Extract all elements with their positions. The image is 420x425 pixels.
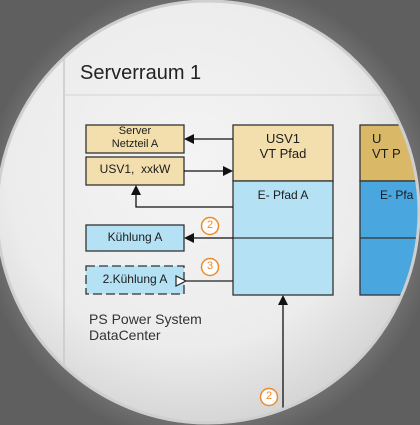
- usv-right-top-label: U VT P: [372, 132, 401, 161]
- server-netzteil-label: Server Netzteil A: [111, 125, 159, 150]
- page-title: Serverraum 1: [80, 62, 202, 84]
- kuehlung-a-label: Kühlung A: [107, 230, 163, 244]
- usv1-vt-pfad-box: [232, 124, 334, 182]
- e-pfad-a-label: E- Pfad A: [257, 188, 309, 202]
- usv1-vt-pfad-label: USV1 VT Pfad: [259, 131, 307, 161]
- e-pfad-right-label: E- Pfa: [380, 189, 414, 202]
- arrow-e-pfad-to-usv1: [131, 185, 233, 208]
- marker-2-top-number: 2: [206, 219, 214, 231]
- footer-caption: PS Power System DataCenter: [89, 311, 202, 344]
- marker-3: [200, 257, 220, 277]
- marker-3-number: 3: [206, 260, 214, 272]
- marker-2-top: [200, 216, 220, 236]
- marker-2-bottom: [259, 387, 279, 407]
- usv1-kw-box: [85, 156, 185, 186]
- kuehlung-2-label: 2.Kühlung A: [102, 272, 168, 286]
- kuehlung-a-box: [85, 224, 185, 252]
- usv1-kw-label: USV1, xxkW: [99, 162, 171, 176]
- marker-2-bottom-number: 2: [265, 390, 273, 402]
